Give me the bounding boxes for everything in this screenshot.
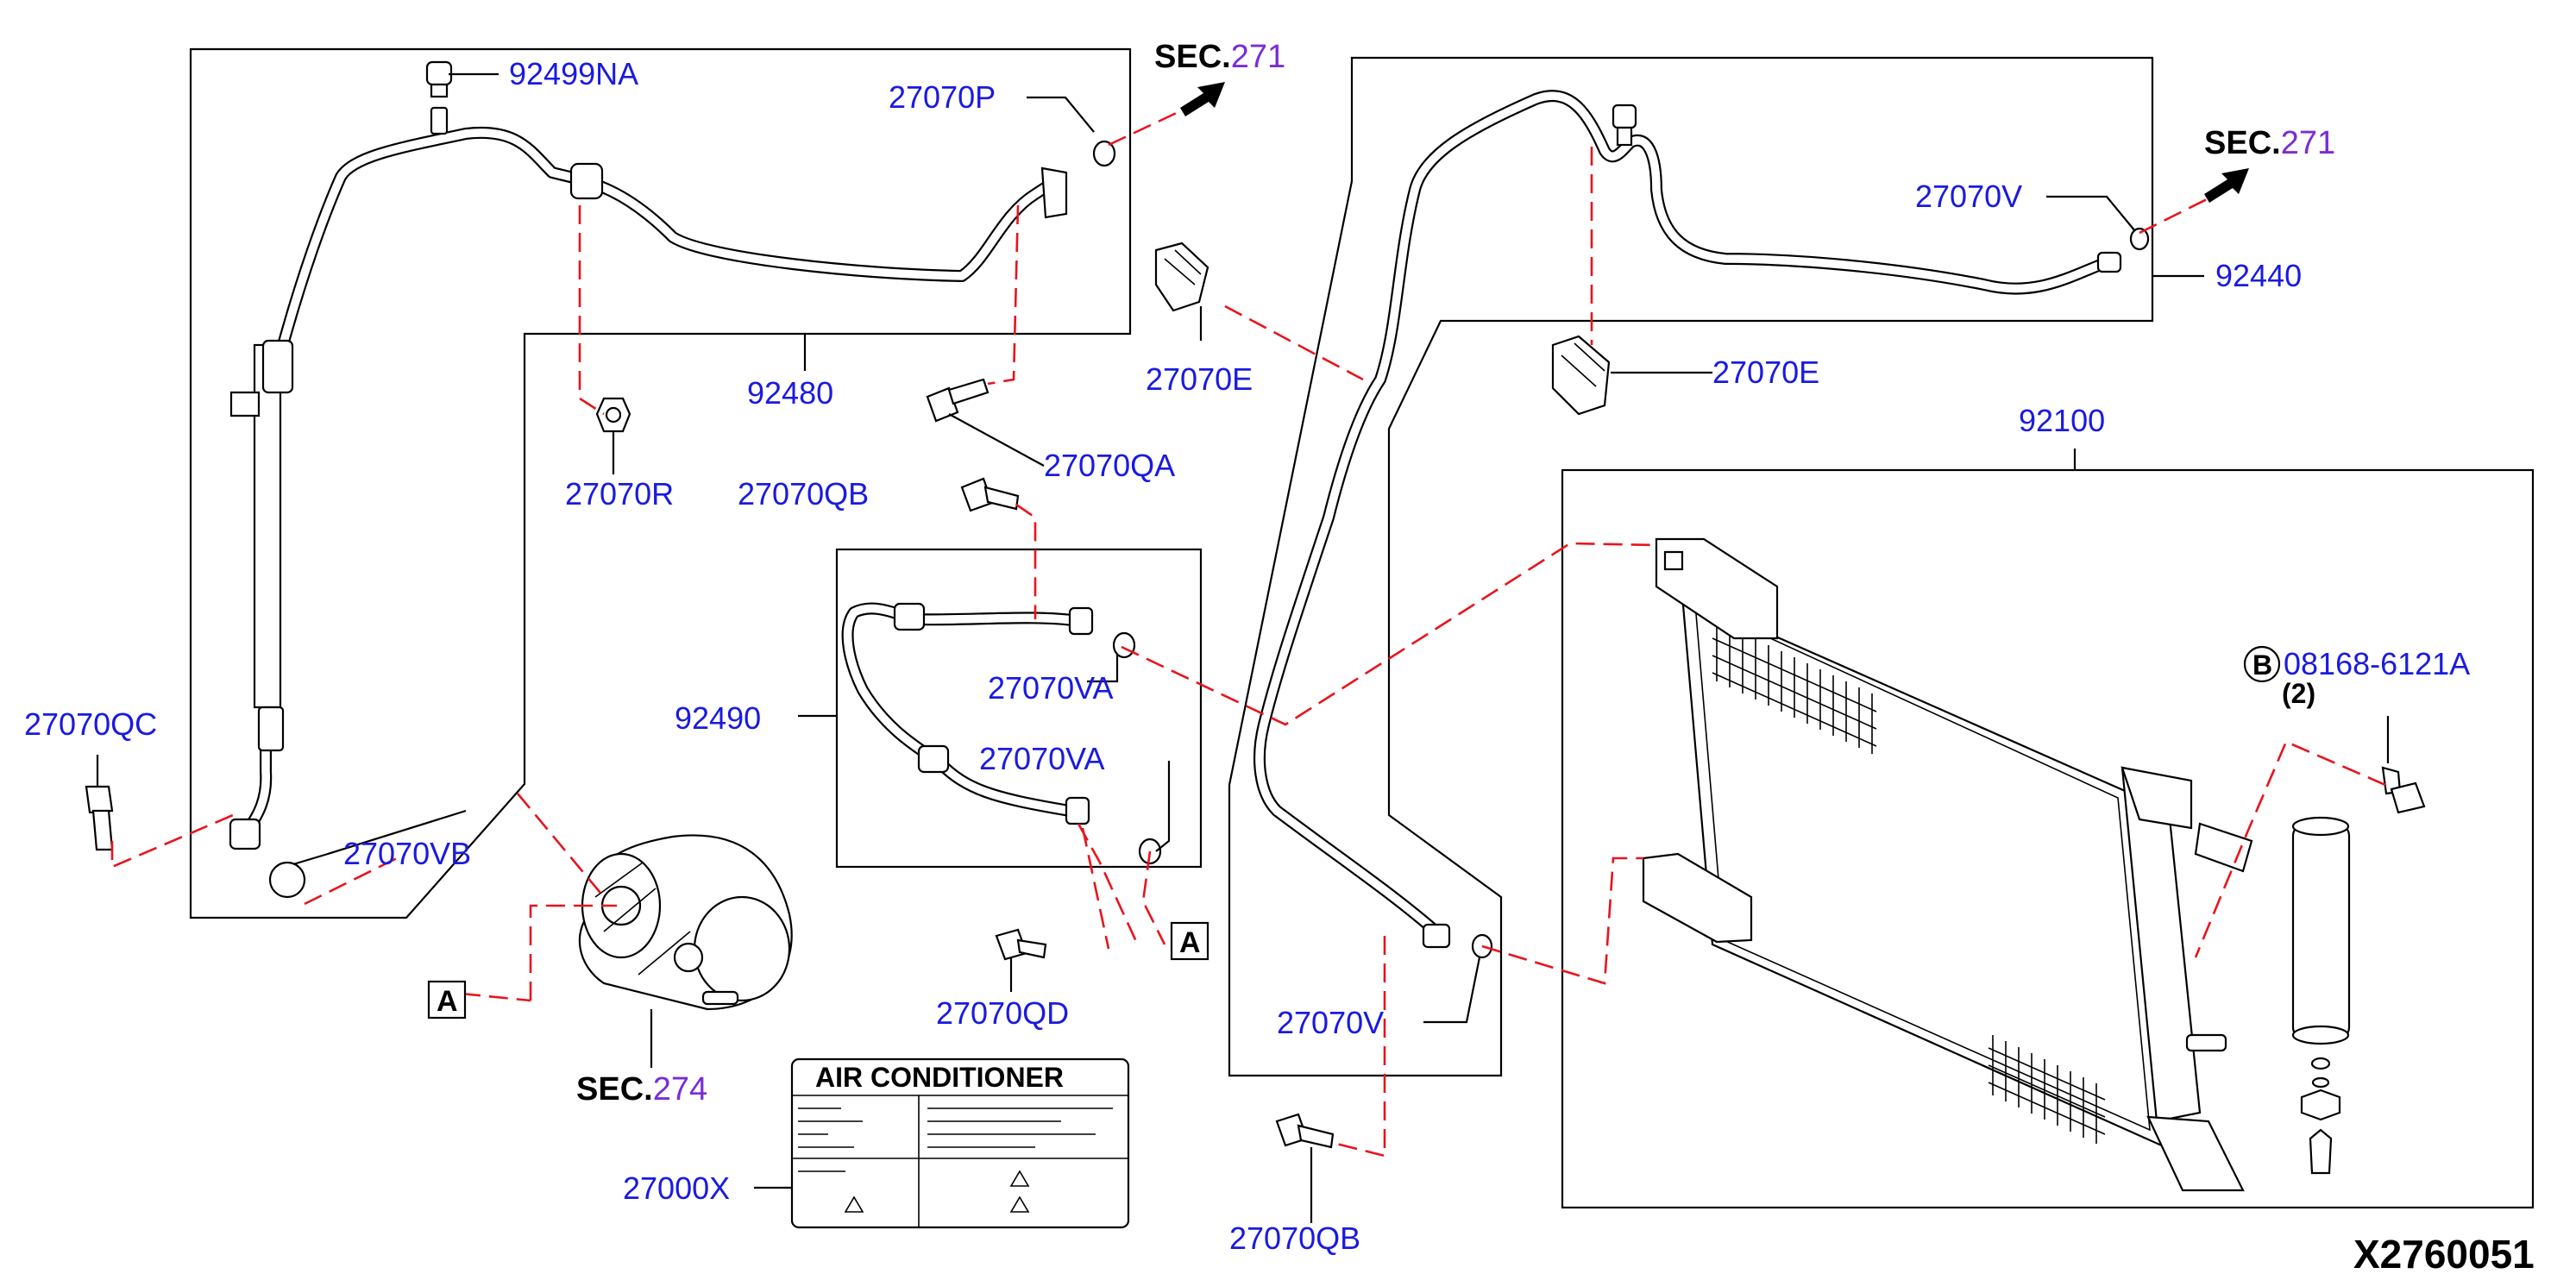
ac-label-27000X: [790, 1057, 1130, 1229]
frame-92100-condenser: [1561, 468, 2535, 1209]
arrow-sec271-right: [2204, 168, 2249, 203]
condenser-fins-top: [1712, 621, 1877, 754]
frame-92440-group: [1228, 56, 2154, 1077]
sec-label-compressor: SEC.274: [576, 1071, 707, 1107]
ref-a-left: A: [437, 985, 458, 1018]
part-label-27070E-left: 27070E: [1146, 361, 1253, 397]
diagram-id: X2760051: [2353, 1232, 2535, 1277]
part-label-08168-qty: (2): [2282, 678, 2315, 709]
ac-label-title: AIR CONDITIONER: [815, 1062, 1064, 1093]
ref-a-box-right: [1170, 921, 1209, 961]
part-label-27070VB: 27070VB: [343, 836, 471, 871]
part-label-27070QB-top: 27070QB: [738, 476, 869, 511]
part-label-27070QD: 27070QD: [936, 995, 1069, 1031]
ref-b-letter: B: [2252, 649, 2272, 681]
part-label-27070QA: 27070QA: [1044, 448, 1175, 483]
bolt-27070QB-bottom: [1275, 1113, 1335, 1149]
part-label-27070V-bottom: 27070V: [1277, 1005, 1384, 1040]
part-label-92499NA: 92499NA: [509, 56, 638, 91]
frame-92490-group: [835, 548, 1203, 869]
oring-27070VA-1: [1112, 631, 1136, 659]
part-label-92490: 92490: [675, 700, 761, 736]
condenser-92100: [1642, 537, 2253, 1192]
part-label-08168-6121A: 08168-6121A: [2284, 646, 2470, 681]
arrow-sec271-top: [1180, 82, 1225, 116]
condenser-fins-bottom: [1988, 1035, 2106, 1144]
ref-a-box-left: [427, 980, 467, 1020]
part-label-92440: 92440: [2215, 258, 2302, 293]
bolt-27070QA: [926, 378, 990, 423]
dashed-connections: [110, 109, 2386, 1158]
pipe-92490: [841, 602, 1094, 825]
part-label-27070VA-2: 27070VA: [979, 741, 1104, 776]
clip-27070E-left: [1154, 242, 1209, 312]
part-label-92480: 92480: [747, 375, 833, 411]
leader-lines: [96, 72, 2390, 1223]
sec-label-top-left: SEC.271: [1154, 39, 1285, 75]
part-label-27070E-right: 27070E: [1712, 355, 1819, 390]
part-label-27070VA-1: 27070VA: [988, 670, 1113, 706]
sec-label-top-right: SEC.271: [2204, 125, 2335, 161]
oring-27070VB: [268, 861, 306, 899]
part-label-27070R: 27070R: [565, 476, 674, 511]
ref-a-right: A: [1179, 926, 1201, 959]
part-label-92100: 92100: [2019, 403, 2105, 438]
bolt-27070QD: [995, 928, 1047, 961]
clip-27070E-right: [1551, 335, 1611, 416]
frame-92480-group: [189, 47, 1132, 919]
part-label-27070V-top: 27070V: [1915, 179, 2022, 214]
pipe-92480: [229, 126, 1068, 850]
ref-b-circle: [2243, 645, 2281, 683]
cap-92499NA: [425, 60, 453, 135]
oring-27070P: [1092, 140, 1116, 167]
bolt-27070QB-top: [960, 477, 1020, 512]
oring-27070V-top: [2129, 227, 2150, 251]
bolt-27070QC: [85, 785, 114, 851]
part-label-27070P: 27070P: [889, 79, 996, 115]
part-label-27070QC: 27070QC: [24, 706, 157, 742]
compressor-sec-274: [578, 834, 793, 1011]
part-label-27000X: 27000X: [623, 1170, 730, 1206]
receiver-dryer: [2291, 816, 2351, 1175]
pipe-92440: [1253, 90, 2122, 949]
nut-27070R: [595, 397, 631, 433]
bolt-08168-6121A: [2381, 766, 2426, 814]
part-label-27070QB-bottom: 27070QB: [1229, 1220, 1360, 1256]
